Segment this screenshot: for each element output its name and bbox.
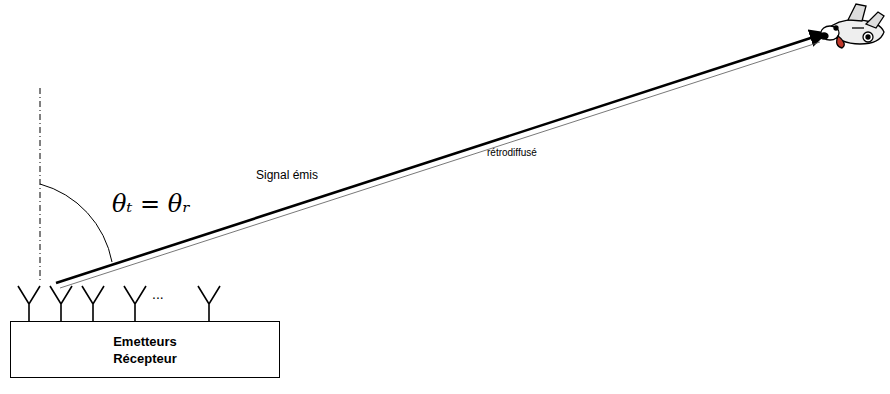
backscatter-line	[60, 42, 820, 288]
box-text: Emetteurs Récepteur	[95, 333, 195, 367]
emitted-signal-arrow	[56, 33, 826, 283]
target-aircraft	[820, 4, 884, 48]
signal-label: Signal émis	[256, 168, 318, 182]
ellipsis-label: ...	[152, 286, 164, 302]
signal-label: rétrodiffusé	[487, 147, 537, 158]
process-box: Emetteurs Récepteur	[10, 321, 280, 378]
angle-equation: θₜ = θᵣ	[112, 190, 191, 218]
angle-arc	[40, 184, 112, 262]
reference-axis	[40, 88, 41, 282]
antenna-array	[18, 286, 220, 321]
